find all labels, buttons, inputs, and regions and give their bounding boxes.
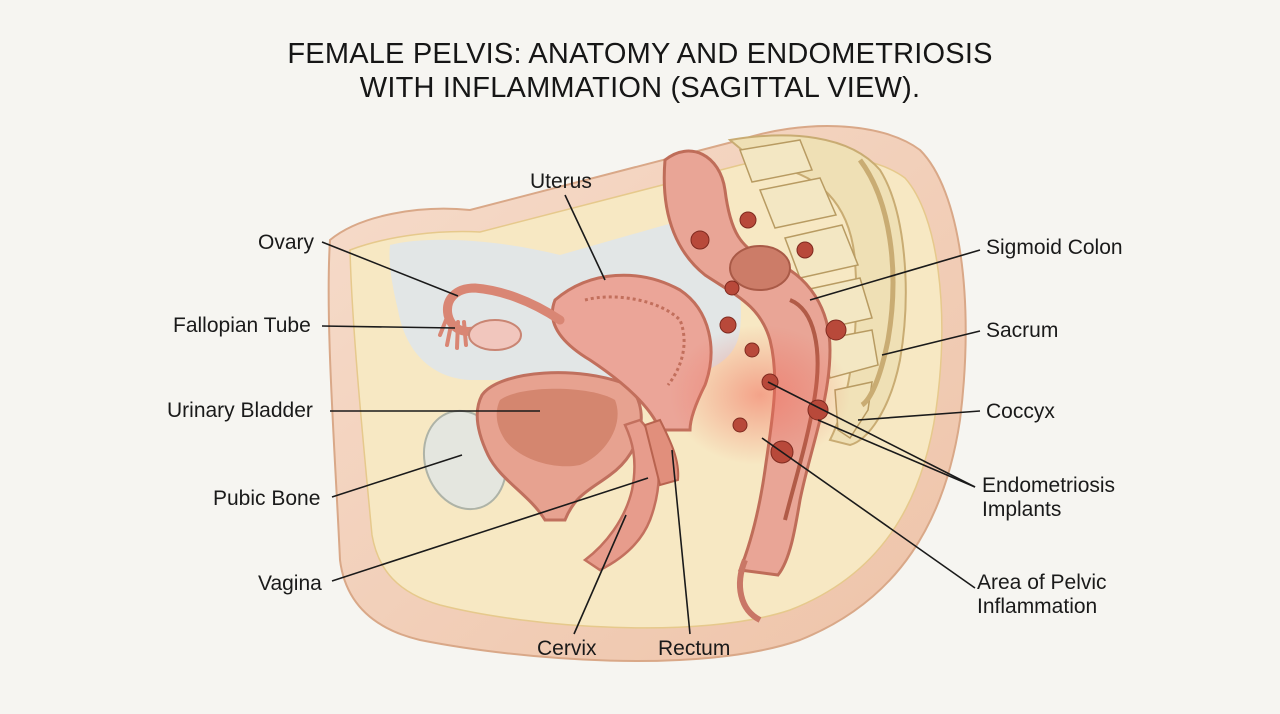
anal-canal — [737, 558, 762, 623]
label-ovary: Ovary — [258, 231, 315, 254]
leader-fallopian-tube — [321, 325, 456, 329]
title-line-1: FEMALE PELVIS: ANATOMY AND ENDOMETRIOSIS — [287, 38, 993, 70]
leader-inflammation — [761, 437, 976, 589]
leader-lines — [321, 194, 981, 635]
label-cervix: Cervix — [537, 637, 597, 660]
label-endometriosis-line-2: Implants — [982, 498, 1062, 521]
colon-lumen — [729, 245, 791, 291]
label-inflammation-line-2: Inflammation — [977, 595, 1098, 618]
leader-ovary — [321, 241, 459, 297]
implant-dot — [732, 417, 748, 433]
leader-cervix — [573, 514, 627, 635]
label-endometriosis-line-1: Endometriosis — [982, 474, 1116, 497]
label-rectum: Rectum — [658, 637, 731, 660]
vertebra-2 — [758, 177, 838, 229]
implant-dot — [719, 316, 737, 334]
ovary-shape — [468, 319, 522, 351]
label-sacrum: Sacrum — [986, 319, 1059, 342]
inflammation-area — [670, 325, 850, 465]
title-line-2: WITH INFLAMMATION (SAGITTAL VIEW). — [359, 72, 921, 104]
vertebra-3 — [783, 224, 860, 279]
leader-pubic-bone — [331, 454, 463, 498]
sigmoid-colon-shape — [662, 149, 832, 577]
leader-sigmoid-colon — [809, 249, 981, 301]
label-fallopian-tube: Fallopian Tube — [173, 314, 311, 337]
label-pubic-bone: Pubic Bone — [213, 487, 321, 510]
leader-uterus — [564, 194, 606, 281]
label-inflammation-line-1: Area of Pelvic — [977, 571, 1107, 594]
leader-rectum — [671, 449, 691, 635]
implant-dot — [825, 319, 847, 341]
cervix-shape — [643, 418, 680, 487]
implant-dot — [690, 230, 710, 250]
label-uterus: Uterus — [530, 170, 592, 193]
label-coccyx: Coccyx — [986, 400, 1055, 423]
bladder-lumen — [496, 388, 618, 467]
vertebra-1 — [738, 139, 814, 183]
implant-dot — [761, 373, 779, 391]
fallopian-tube-shape — [442, 283, 565, 336]
leader-vagina — [331, 477, 649, 582]
leader-sacrum — [881, 330, 981, 356]
leader-coccyx — [857, 410, 981, 421]
spinal-canal — [857, 158, 896, 408]
endometriosis-implants — [690, 211, 847, 464]
implant-dot — [744, 342, 760, 358]
label-urinary-bladder: Urinary Bladder — [167, 399, 313, 422]
implant-dot — [739, 211, 757, 229]
leader-endometriosis-1 — [767, 381, 976, 488]
leader-endometriosis-2 — [817, 419, 976, 488]
label-vagina: Vagina — [258, 572, 322, 595]
implant-dot — [796, 241, 814, 259]
label-sigmoid-colon: Sigmoid Colon — [986, 236, 1123, 259]
fimbriae — [438, 313, 468, 350]
implant-dot — [724, 280, 740, 296]
